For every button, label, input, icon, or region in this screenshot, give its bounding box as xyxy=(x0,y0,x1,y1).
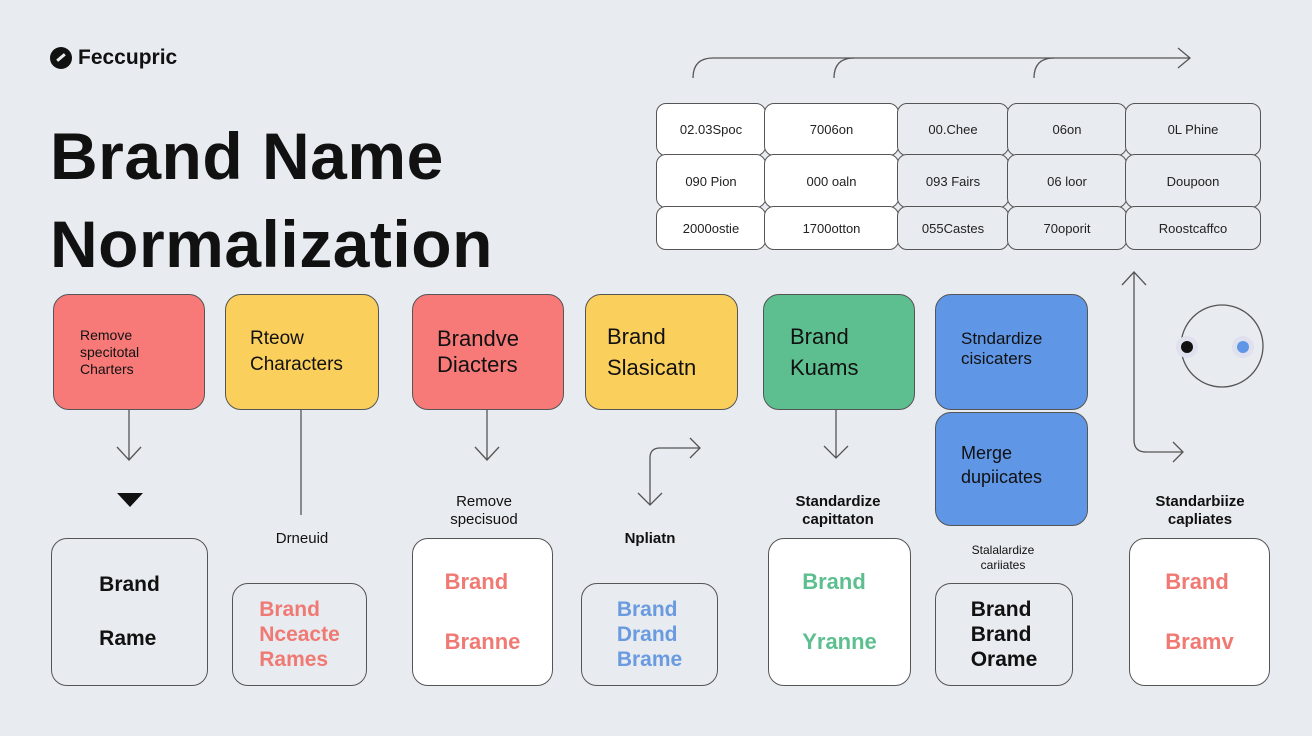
label-2: Drneuid xyxy=(275,530,329,547)
table-cell: 2000ostie xyxy=(656,206,766,250)
table-cell: 7006on xyxy=(764,103,899,156)
result-line: Brand xyxy=(99,573,160,596)
dropdown-triangle-icon xyxy=(117,493,143,507)
step-line: Charters xyxy=(80,360,134,377)
step-line: Remove xyxy=(80,326,133,343)
step-line: Diacters xyxy=(437,352,518,377)
brand-name: Feccupric xyxy=(78,46,178,69)
result-line: Orame xyxy=(970,648,1038,671)
result-line: Bramv xyxy=(1165,629,1234,654)
result-line: Brand xyxy=(802,569,866,594)
label-line: capittaton xyxy=(802,511,874,528)
result-line: Rame xyxy=(99,627,157,650)
result-line: Yranne xyxy=(802,629,877,654)
step-line: Slasicatn xyxy=(607,355,697,380)
result-line: Branne xyxy=(444,629,521,654)
step-line: Kuams xyxy=(790,355,859,380)
result-line: Rames xyxy=(259,648,329,671)
table-cell: 70oporit xyxy=(1007,206,1127,250)
step-line: Characters xyxy=(250,354,343,375)
result-line: Brand xyxy=(1165,569,1229,594)
face-icon xyxy=(1176,336,1198,358)
step-line: Merge xyxy=(961,443,1013,463)
result-line: Brame xyxy=(616,648,683,671)
label-line: Remove xyxy=(456,493,512,510)
result-line: Brand xyxy=(970,623,1032,646)
title-line: Brand Name xyxy=(50,119,444,193)
table-cell: Doupoon xyxy=(1125,154,1261,208)
table-cell: 090 Pion xyxy=(656,154,766,208)
step-line: cisicaters xyxy=(961,349,1032,368)
table-cell: 06on xyxy=(1007,103,1127,156)
label-line: Standardize xyxy=(795,493,881,510)
step-line: Rteow xyxy=(250,328,304,349)
result-line: Brand xyxy=(259,598,320,621)
table-cell: 06 loor xyxy=(1007,154,1127,208)
result-line: Brand xyxy=(616,598,678,621)
brand-logo: Feccupric xyxy=(50,46,177,70)
label-4: Npliatn xyxy=(624,530,676,547)
table-cell: Roostcaffco xyxy=(1125,206,1261,250)
table-cell: 00.Chee xyxy=(897,103,1009,156)
label-line: cariiates xyxy=(980,558,1026,572)
step-line: Brand xyxy=(790,324,849,349)
table-cell: 093 Fairs xyxy=(897,154,1009,208)
step-line: dupiicates xyxy=(961,467,1043,487)
label-line: specisuod xyxy=(450,511,518,528)
result-line: Drand xyxy=(616,623,678,646)
table-cell: 0L Phine xyxy=(1125,103,1261,156)
title-line: Normalization xyxy=(50,207,493,281)
result-line: Brand xyxy=(444,569,509,594)
step-line: specitotal xyxy=(80,343,140,360)
logo-icon xyxy=(50,47,72,69)
table-cell: 02.03Spoc xyxy=(656,103,766,156)
result-line: Brand xyxy=(970,598,1032,621)
table-cell: 1700otton xyxy=(764,206,899,250)
result-line: Nceacte xyxy=(259,623,340,646)
step-merge-duplicates[interactable]: Merge dupiicates xyxy=(935,412,1088,526)
table-cell: 055Castes xyxy=(897,206,1009,250)
label-line: capliates xyxy=(1167,511,1233,528)
table-cell: 000 oaln xyxy=(764,154,899,208)
step-line: Stndardize xyxy=(961,329,1043,348)
step-line: Brand xyxy=(607,324,666,349)
face-eye-icon xyxy=(1232,336,1254,358)
label-line: Standarbiize xyxy=(1155,493,1245,510)
step-line: Brandve xyxy=(437,326,519,351)
label-line: Stalalardize xyxy=(971,543,1035,557)
